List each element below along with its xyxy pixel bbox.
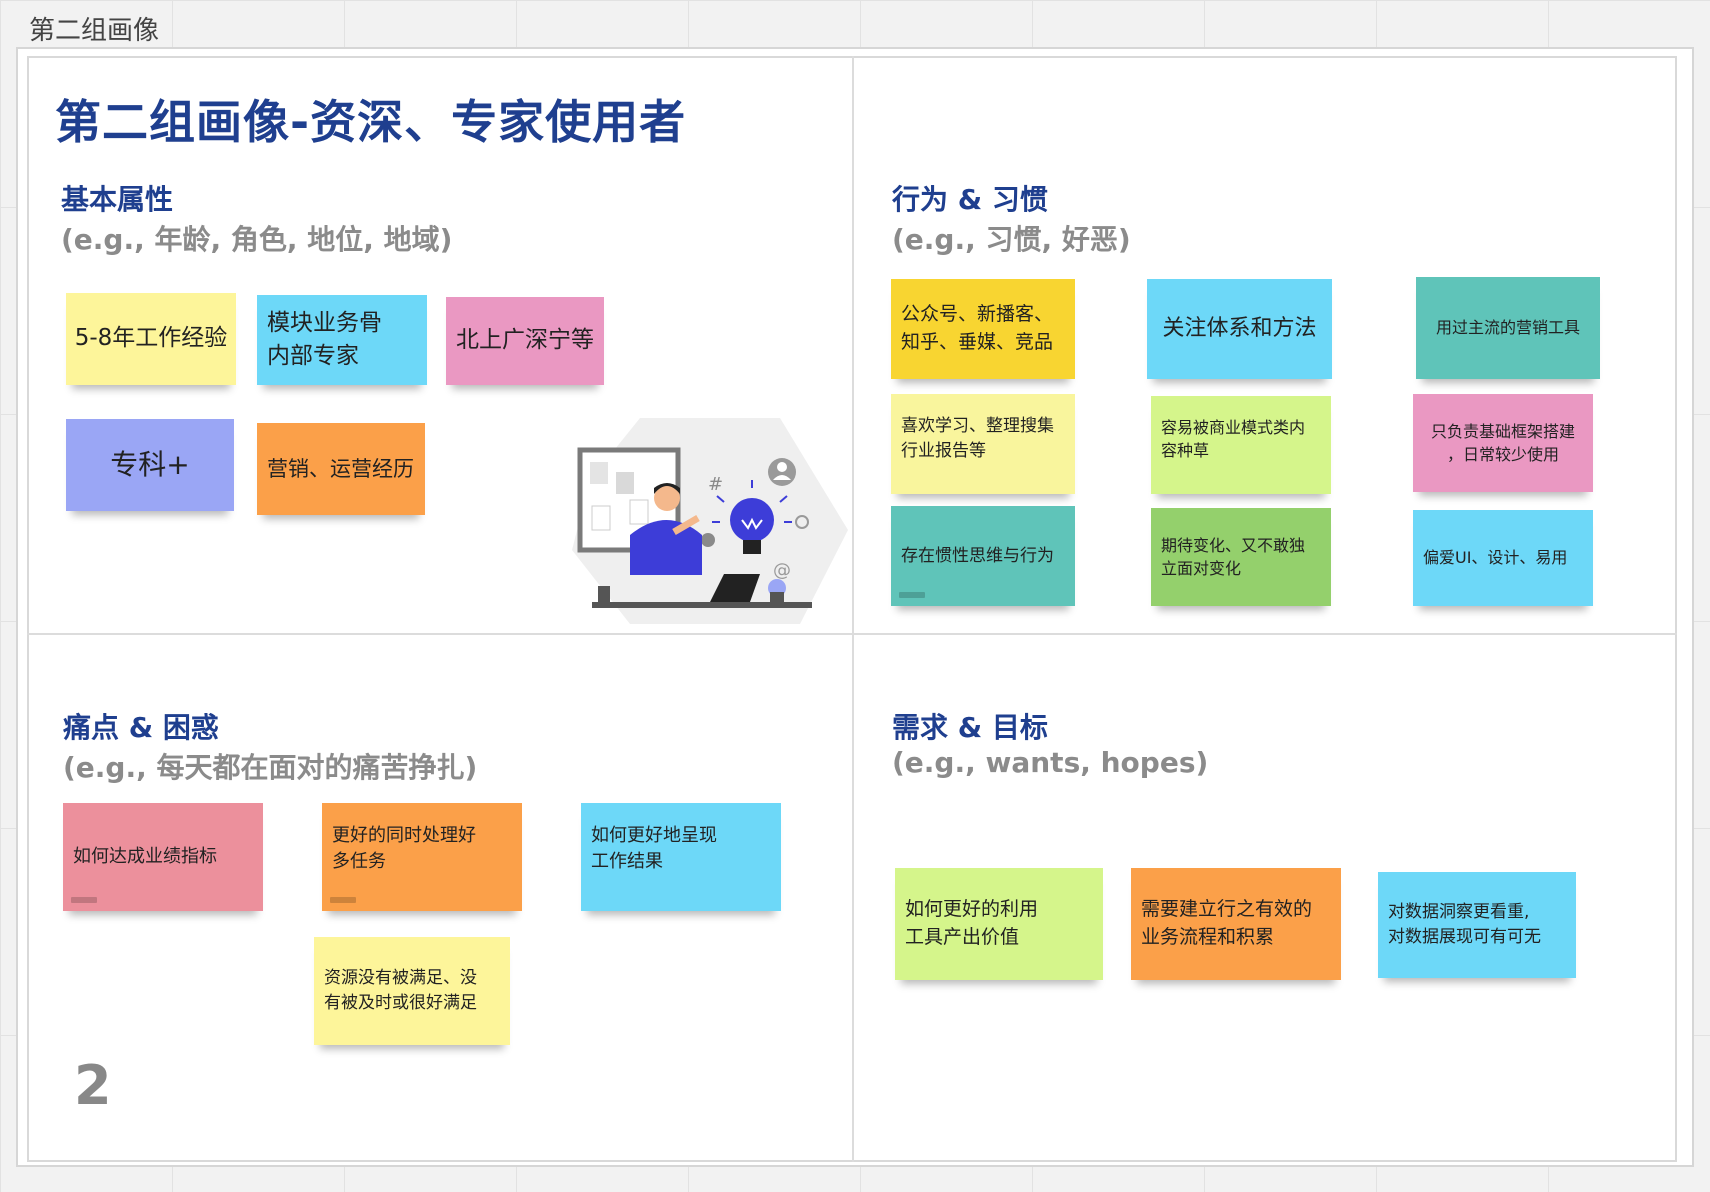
page-number: 2 <box>74 1054 112 1117</box>
sticky-note[interactable]: 期待变化、又不敢独 立面对变化 <box>1151 508 1331 606</box>
section-title-pain: 痛点 & 困惑 <box>63 711 219 744</box>
note-tab <box>71 897 97 903</box>
section-title-needs: 需求 & 目标 <box>892 711 1048 744</box>
note-tab <box>899 592 925 598</box>
sticky-note[interactable]: 如何更好地呈现 工作结果 <box>581 803 781 911</box>
sticky-note[interactable]: 存在惯性思维与行为 <box>891 506 1075 606</box>
sticky-note[interactable]: 只负责基础框架搭建 ，日常较少使用 <box>1413 394 1593 492</box>
sticky-note[interactable]: 容易被商业模式类内 容种草 <box>1151 396 1331 494</box>
sticky-note[interactable]: 北上广深宁等 <box>446 297 604 385</box>
horizontal-divider <box>27 633 1677 635</box>
sticky-note[interactable]: 专科+ <box>66 419 234 511</box>
persona-frame <box>16 47 1694 1167</box>
sticky-note[interactable]: 对数据洞察更看重, 对数据展现可有可无 <box>1378 872 1576 978</box>
note-tab <box>330 897 356 903</box>
page-title: 第二组画像-资深、专家使用者 <box>55 95 687 149</box>
sticky-note[interactable]: 如何达成业绩指标 <box>63 803 263 911</box>
section-subtitle-basic: (e.g., 年龄, 角色, 地位, 地域) <box>61 223 453 256</box>
sticky-note[interactable]: 需要建立行之有效的 业务流程和积累 <box>1131 868 1341 980</box>
sticky-note[interactable]: 更好的同时处理好 多任务 <box>322 803 522 911</box>
sticky-note[interactable]: 模块业务骨 内部专家 <box>257 295 427 385</box>
person-with-lightbulb-illustration: # @ <box>572 418 848 624</box>
sticky-note[interactable]: 关注体系和方法 <box>1147 279 1332 379</box>
vertical-divider <box>852 56 854 1162</box>
sticky-note[interactable]: 喜欢学习、整理搜集 行业报告等 <box>891 394 1075 494</box>
section-subtitle-needs: (e.g., wants, hopes) <box>892 746 1209 779</box>
sticky-note[interactable]: 公众号、新播客、 知乎、垂媒、竞品 <box>891 279 1075 379</box>
frame-label[interactable]: 第二组画像 <box>29 16 160 46</box>
section-subtitle-behavior: (e.g., 习惯, 好恶) <box>892 223 1131 256</box>
sticky-note[interactable]: 营销、运营经历 <box>257 423 425 515</box>
hash-icon: # <box>708 474 723 495</box>
at-icon: @ <box>773 560 791 581</box>
section-title-behavior: 行为 & 习惯 <box>892 183 1048 216</box>
sticky-note[interactable]: 偏爱UI、设计、易用 <box>1413 510 1593 606</box>
section-subtitle-pain: (e.g., 每天都在面对的痛苦挣扎) <box>63 751 478 784</box>
sticky-note[interactable]: 如何更好的利用 工具产出价值 <box>895 868 1103 980</box>
sticky-note[interactable]: 资源没有被满足、没 有被及时或很好满足 <box>314 937 510 1045</box>
sticky-note[interactable]: 5-8年工作经验 <box>66 293 236 385</box>
sticky-note[interactable]: 用过主流的营销工具 <box>1416 277 1600 379</box>
section-title-basic: 基本属性 <box>61 183 174 216</box>
